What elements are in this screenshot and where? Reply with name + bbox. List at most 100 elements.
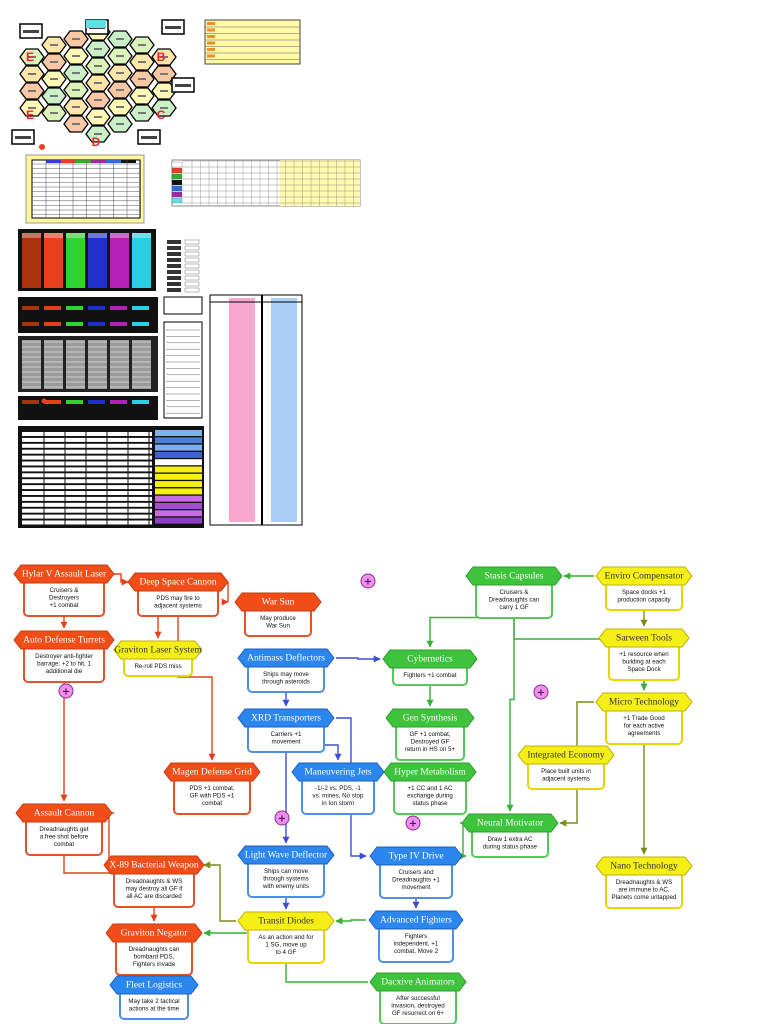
- player-list-label: [167, 258, 181, 262]
- pink-blue-sheet: [209, 294, 303, 526]
- player-column: [132, 233, 151, 288]
- board-label: B: [157, 50, 166, 64]
- board-box-detail: [165, 26, 181, 29]
- tech-node-desc: status phase: [412, 800, 448, 807]
- tech-node-desc: Dreadnaughts & WS: [616, 879, 672, 886]
- tech-node-desc: movement: [402, 884, 431, 891]
- player-list-box: [184, 263, 200, 269]
- mid-block-color: [44, 306, 61, 310]
- tech-node-desc: After successful: [396, 995, 440, 1002]
- tech-node-header: [385, 708, 475, 728]
- board-box-detail: [15, 136, 31, 139]
- notes-row-tag: [207, 22, 215, 25]
- player-column-header: [132, 233, 151, 238]
- lower-table-row: [22, 520, 152, 525]
- tech-node-header: [109, 975, 199, 995]
- tech-node-desc: Cruisers &: [50, 587, 80, 594]
- merge-node: [274, 810, 290, 826]
- tech-tree: +++++ Cruisers &Destroyers+1 combatHylar…: [13, 564, 693, 1024]
- tech-node-desc: Fighters +1 combat: [403, 672, 456, 679]
- player-list-box: [184, 281, 200, 287]
- tech-node-desc: Draw 1 extra AC: [487, 836, 533, 843]
- tech-node-desc: Dreadnaughts get: [39, 826, 88, 833]
- hex-detail: [160, 107, 168, 109]
- tech-node-desc: adjacent systems: [154, 603, 202, 610]
- mid-block-color: [110, 400, 127, 404]
- merge-node: [405, 815, 421, 831]
- lower-table-side-row: [155, 495, 202, 502]
- tech-node-desc: +1 combat: [49, 602, 78, 609]
- player-list-label: [167, 246, 181, 250]
- hex-detail: [94, 116, 102, 118]
- tech-node-label: Micro Technology: [609, 698, 679, 708]
- tech-node-label: Graviton Laser System: [114, 646, 202, 656]
- mid-block-color: [88, 322, 105, 326]
- hex-detail: [94, 99, 102, 101]
- lower-table-row: [22, 485, 152, 490]
- tech-node-desc: Space docks +1: [622, 589, 667, 596]
- lower-table-side-row: [155, 473, 202, 480]
- board-box-detail: [141, 136, 157, 139]
- player-column: [22, 233, 41, 288]
- tech-node-desc: GF +1 combat,: [409, 731, 450, 738]
- tech-edge: [459, 822, 467, 860]
- tech-node-label: Neural Motivator: [477, 819, 544, 829]
- tech-node-desc: Destroyer anti-fighter: [35, 653, 93, 660]
- mid-list-box: [163, 321, 203, 419]
- tech-node-desc: Dreadnaughts can: [489, 597, 540, 604]
- tech-node-header: [13, 630, 115, 650]
- tech-node-desc: vs. mines, No stop: [313, 793, 364, 800]
- tech-node-header: [234, 592, 322, 612]
- hex-detail: [72, 89, 80, 91]
- hex-detail: [28, 73, 36, 75]
- tech-node-desc: Ships can move: [264, 868, 309, 875]
- lower-table-side-row: [155, 488, 202, 495]
- tech-node-label: War Sun: [262, 598, 295, 608]
- tech-node-label: Stasis Capsules: [485, 572, 544, 582]
- tech-node-desc: Space Dock: [627, 666, 661, 673]
- tech-node-desc: Dreadnaughts can: [129, 946, 180, 953]
- player-list-label: [167, 252, 181, 256]
- tech-node-desc: barrage: +2 to hit, 1: [37, 661, 91, 668]
- lower-table-row: [22, 449, 152, 454]
- tech-node-header: [13, 564, 115, 584]
- tech-node-header: [517, 745, 615, 765]
- tech-node-desc: production capacity: [617, 597, 671, 604]
- tech-node-label: Magen Defense Grid: [172, 767, 252, 778]
- player-list-box: [184, 251, 200, 257]
- hex-detail: [116, 89, 124, 91]
- tech-node-desc: all AC are discarded: [126, 893, 182, 900]
- lower-table-row: [22, 508, 152, 513]
- tech-node-desc: movement: [272, 739, 301, 746]
- lower-table-row: [22, 479, 152, 484]
- tech-node-desc: invasion, destroyed: [391, 1003, 445, 1010]
- tech-node-desc: exchange during: [407, 793, 453, 800]
- tech-node-desc: Cruisers and: [398, 869, 434, 876]
- lower-table-side-row: [155, 451, 202, 458]
- score-sheet: [25, 154, 145, 224]
- mid-grey-column: [22, 340, 41, 389]
- hex-detail: [72, 123, 80, 125]
- tech-node-desc: Dreadnaughts +1: [392, 877, 440, 884]
- tech-node-desc: Cruisers &: [500, 589, 530, 596]
- tech-node-label: Hyper Metabolism: [394, 768, 466, 778]
- notes-panel: [204, 19, 301, 65]
- score-header-color: [46, 160, 61, 163]
- tech-node-header: [113, 640, 203, 660]
- tech-node-desc: agreements: [628, 730, 661, 737]
- tech-node-desc: combat: [54, 841, 75, 848]
